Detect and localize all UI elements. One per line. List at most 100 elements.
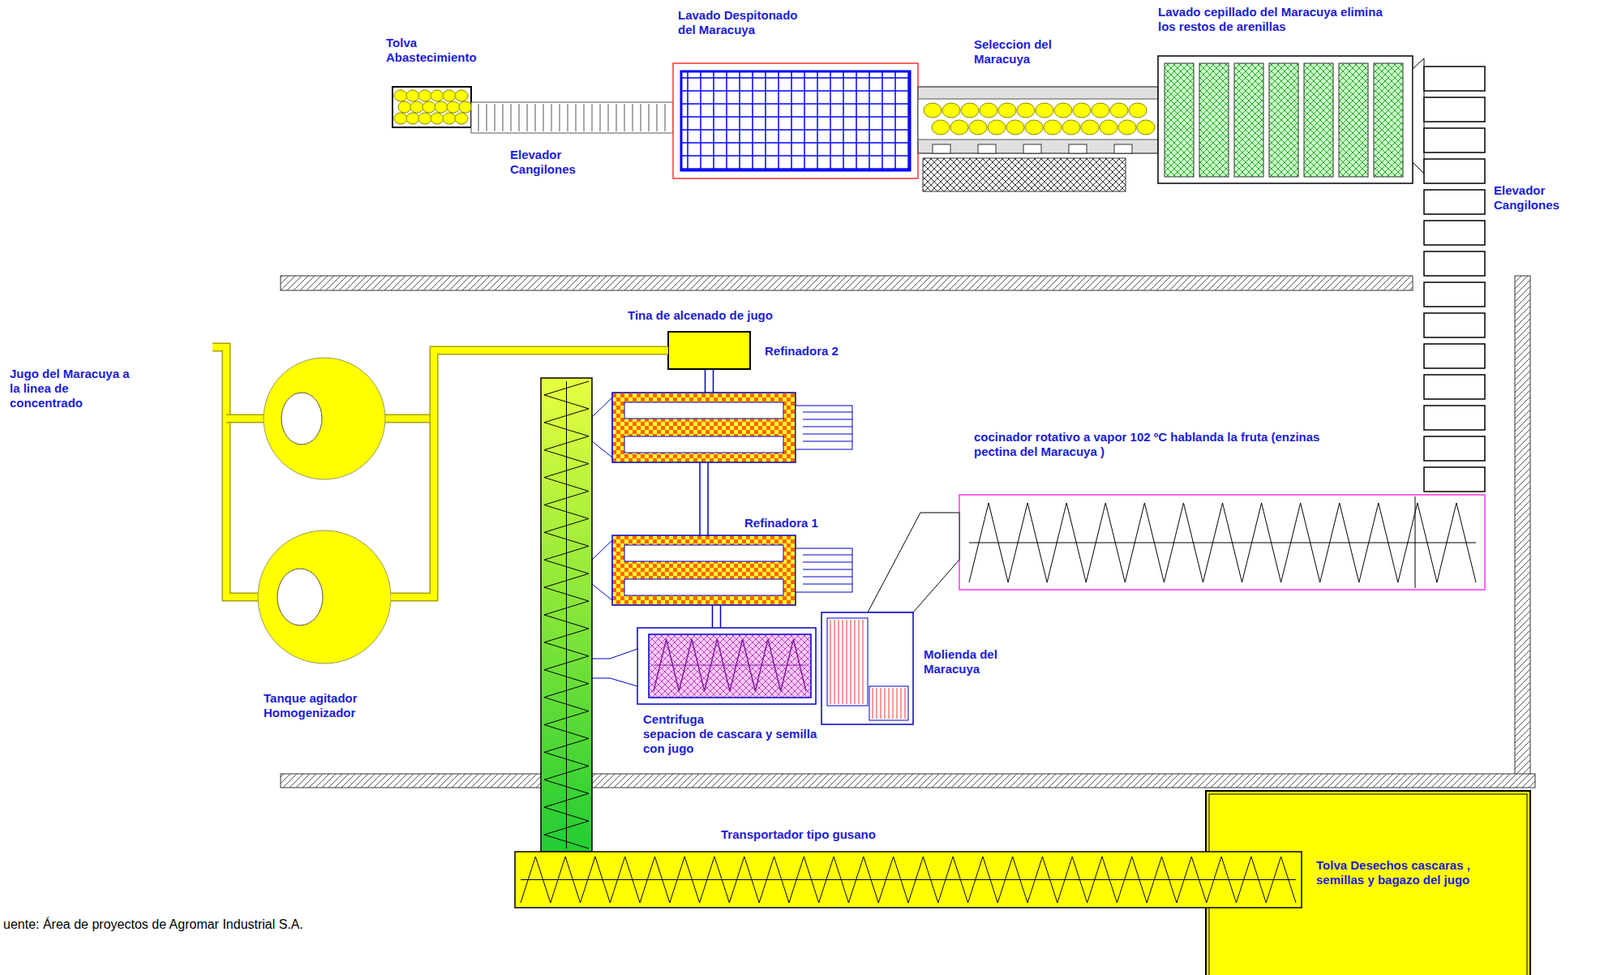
process-unit: Lavado Despitonado del Maracuya xyxy=(673,63,918,179)
process-unit: Elevador Cangilones xyxy=(1424,66,1485,591)
wall xyxy=(280,275,1413,291)
bucket xyxy=(1424,313,1485,338)
process-unit: cocinador rotativo a vapor 102 ºC hablan… xyxy=(959,494,1485,590)
screw-conveyor xyxy=(514,851,1302,908)
fruit xyxy=(418,90,432,102)
cooker-screw xyxy=(969,496,1476,588)
fruit xyxy=(418,112,432,125)
fruit xyxy=(442,112,456,125)
grate xyxy=(905,687,906,719)
grate xyxy=(896,687,898,719)
slat xyxy=(583,103,585,132)
process-unit: Transportador tipo gusano xyxy=(514,851,1302,908)
unit-label: Centrifuga xyxy=(643,712,806,727)
pipe-outline xyxy=(212,347,258,597)
grate xyxy=(872,687,874,719)
fruit xyxy=(1016,102,1035,118)
slat xyxy=(656,103,658,132)
unit-label: Seleccion del Maracuya xyxy=(973,37,1064,67)
tank-port xyxy=(281,392,322,445)
fruit xyxy=(458,101,472,113)
unit-label: cocinador rotativo a vapor 102 ºC hablan… xyxy=(973,429,1356,459)
centrifuge xyxy=(637,627,816,704)
bucket xyxy=(1424,128,1485,153)
fruit xyxy=(931,120,950,135)
source-caption: uente: Área de proyectos de Agromar Indu… xyxy=(3,916,304,932)
pipe xyxy=(212,347,258,597)
unit-label: Tolva Abastecimiento xyxy=(386,35,484,65)
slat xyxy=(608,103,610,132)
process-unit: Seleccion del Maracuya xyxy=(917,86,1159,192)
slat xyxy=(648,103,650,132)
bucket-elevator xyxy=(471,102,674,133)
grate xyxy=(834,619,836,704)
process-unit: Tolva Abastecimiento xyxy=(392,86,472,128)
grate xyxy=(876,687,878,719)
bucket xyxy=(1424,189,1485,215)
juice-tub xyxy=(668,331,751,369)
washer-frame xyxy=(673,63,918,179)
fruit xyxy=(406,90,420,102)
hopper xyxy=(392,86,472,128)
brush xyxy=(1304,63,1334,177)
slat xyxy=(567,103,569,132)
slat xyxy=(640,103,642,132)
screw-flight xyxy=(653,639,807,691)
process-unit: Elevador Cangilones xyxy=(471,102,674,133)
process-unit: Tina de alcenado de jugo xyxy=(668,331,751,369)
fruit xyxy=(1072,102,1091,118)
fruit xyxy=(1118,120,1137,135)
unit-label: sepacion de cascara y semilla con jugo xyxy=(643,726,818,756)
bucket xyxy=(1424,220,1485,245)
unit-label: Lavado Despitonado del Maracuya xyxy=(677,8,800,38)
pipe xyxy=(390,350,669,597)
unit-label: Tolva Desechos cascaras , semillas y bag… xyxy=(1316,857,1471,888)
process-unit: Lavado cepillado del Maracuya elimina lo… xyxy=(1158,55,1413,184)
fin xyxy=(802,561,853,563)
pipe-wall xyxy=(707,462,709,536)
fruit xyxy=(394,112,408,125)
washer-grid xyxy=(681,71,910,171)
refiner-body xyxy=(612,392,796,463)
slat xyxy=(624,103,626,132)
slat xyxy=(527,103,528,132)
fin xyxy=(802,433,853,435)
unit-label: Tanque agitador Homogenizador xyxy=(263,690,386,721)
bucket xyxy=(1424,251,1485,276)
process-unit: Refinadora 2 xyxy=(612,392,796,463)
grate xyxy=(830,619,832,704)
bucket xyxy=(1424,374,1485,399)
grate xyxy=(862,619,864,704)
slat xyxy=(600,103,601,132)
centrifuge-screw xyxy=(653,639,807,691)
fin xyxy=(802,576,853,578)
fin xyxy=(802,441,853,442)
pipe-wall xyxy=(704,368,707,393)
slat xyxy=(632,103,634,132)
unit-label: Elevador Cangilones xyxy=(1493,183,1579,213)
slat xyxy=(664,103,666,132)
motor xyxy=(795,548,853,592)
brush-panels xyxy=(1164,63,1403,177)
bucket xyxy=(1424,467,1485,492)
slat xyxy=(616,103,618,132)
fruit xyxy=(422,101,436,113)
motor xyxy=(795,405,853,450)
bucket xyxy=(1424,282,1485,307)
refiners xyxy=(591,392,853,605)
roller xyxy=(978,144,996,154)
bucket xyxy=(1424,66,1485,91)
fin xyxy=(802,569,853,571)
grate xyxy=(884,687,886,719)
fruit xyxy=(987,120,1006,135)
fruit xyxy=(406,112,420,125)
slat xyxy=(486,103,488,132)
fruit xyxy=(923,102,942,118)
fruit xyxy=(430,90,444,102)
bucket xyxy=(1424,158,1485,184)
pipe xyxy=(226,415,264,422)
tank xyxy=(257,530,391,664)
slat xyxy=(494,103,496,132)
pipe-connector xyxy=(712,604,721,628)
